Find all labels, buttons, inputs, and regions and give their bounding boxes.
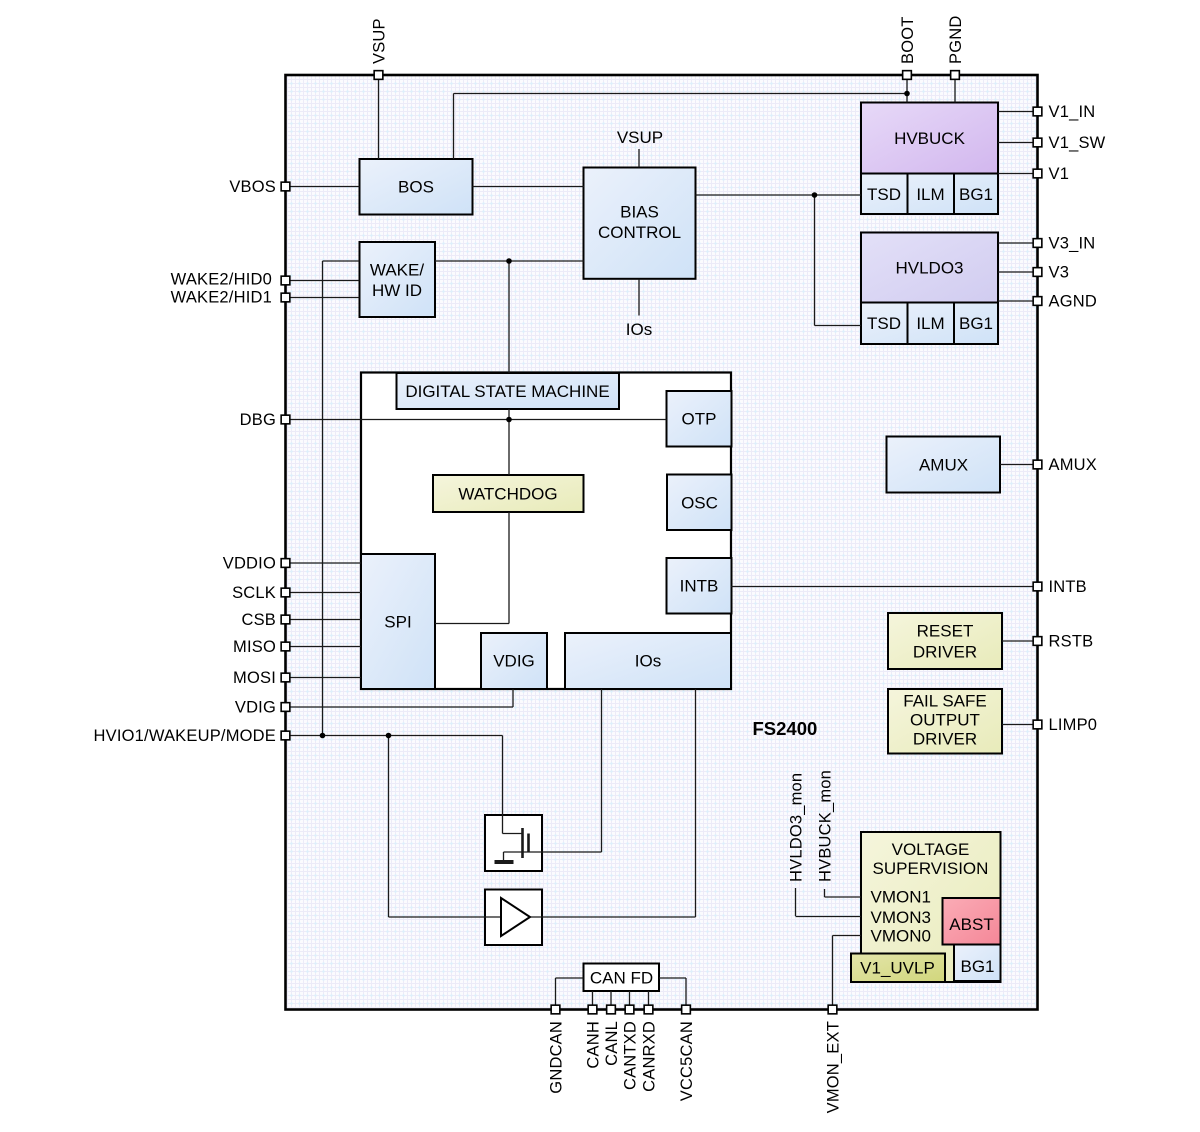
svg-text:LIMP0: LIMP0 bbox=[1049, 716, 1098, 734]
svg-text:CANL: CANL bbox=[603, 1021, 621, 1066]
svg-text:CSB: CSB bbox=[241, 611, 276, 629]
svg-text:V1_UVLP: V1_UVLP bbox=[860, 959, 935, 978]
svg-text:HVLDO3_mon: HVLDO3_mon bbox=[787, 773, 805, 882]
svg-text:OSC: OSC bbox=[681, 494, 718, 513]
svg-text:ABST: ABST bbox=[949, 915, 993, 934]
svg-text:GNDCAN: GNDCAN bbox=[547, 1021, 565, 1094]
svg-text:BG1: BG1 bbox=[959, 314, 993, 333]
svg-text:TSD: TSD bbox=[867, 185, 901, 204]
svg-text:IOs: IOs bbox=[626, 320, 652, 339]
svg-text:HVLDO3: HVLDO3 bbox=[895, 259, 963, 278]
svg-text:VOLTAGE: VOLTAGE bbox=[892, 840, 970, 859]
svg-text:WAKE/: WAKE/ bbox=[370, 261, 424, 280]
svg-text:VDDIO: VDDIO bbox=[223, 555, 276, 573]
svg-text:DBG: DBG bbox=[240, 411, 276, 429]
svg-text:PGND: PGND bbox=[947, 16, 965, 64]
svg-text:HVIO1/WAKEUP/MODE: HVIO1/WAKEUP/MODE bbox=[94, 727, 276, 745]
svg-text:BG1: BG1 bbox=[960, 957, 994, 976]
svg-text:FAIL SAFE: FAIL SAFE bbox=[903, 692, 986, 711]
svg-text:CANRXD: CANRXD bbox=[640, 1021, 658, 1092]
svg-text:CANH: CANH bbox=[584, 1021, 602, 1069]
svg-text:RESET: RESET bbox=[917, 622, 974, 641]
svg-text:AGND: AGND bbox=[1049, 293, 1097, 311]
svg-text:MOSI: MOSI bbox=[233, 669, 276, 687]
svg-text:RSTB: RSTB bbox=[1049, 633, 1094, 651]
svg-text:CAN FD: CAN FD bbox=[590, 969, 653, 988]
svg-text:MISO: MISO bbox=[233, 638, 276, 656]
svg-text:CONTROL: CONTROL bbox=[598, 223, 681, 242]
svg-text:ILM: ILM bbox=[916, 314, 944, 333]
svg-text:ILM: ILM bbox=[916, 185, 944, 204]
svg-text:VDIG: VDIG bbox=[493, 652, 535, 671]
svg-text:VMON0: VMON0 bbox=[871, 927, 931, 946]
svg-text:VSUP: VSUP bbox=[617, 128, 663, 147]
svg-text:TSD: TSD bbox=[867, 314, 901, 333]
svg-text:VMON1: VMON1 bbox=[871, 888, 931, 907]
svg-text:VMON_EXT: VMON_EXT bbox=[824, 1021, 842, 1113]
svg-text:CANTXD: CANTXD bbox=[621, 1021, 639, 1090]
svg-text:VSUP: VSUP bbox=[370, 18, 388, 64]
svg-text:BOOT: BOOT bbox=[899, 16, 917, 64]
svg-text:V1_IN: V1_IN bbox=[1049, 103, 1096, 121]
svg-text:DRIVER: DRIVER bbox=[913, 643, 977, 662]
svg-text:OTP: OTP bbox=[682, 410, 717, 429]
svg-text:VCC5CAN: VCC5CAN bbox=[678, 1021, 696, 1101]
svg-text:WAKE2/HID0: WAKE2/HID0 bbox=[171, 271, 272, 289]
svg-text:VDIG: VDIG bbox=[235, 699, 276, 717]
svg-text:INTB: INTB bbox=[1049, 578, 1087, 596]
svg-text:OUTPUT: OUTPUT bbox=[910, 711, 980, 730]
svg-text:WATCHDOG: WATCHDOG bbox=[458, 485, 557, 504]
svg-text:IOs: IOs bbox=[635, 652, 661, 671]
svg-text:HVBUCK_mon: HVBUCK_mon bbox=[816, 770, 834, 882]
svg-text:AMUX: AMUX bbox=[919, 456, 968, 475]
svg-text:VMON3: VMON3 bbox=[871, 908, 931, 927]
svg-text:BOS: BOS bbox=[398, 178, 434, 197]
svg-text:VBOS: VBOS bbox=[229, 178, 276, 196]
svg-text:BIAS: BIAS bbox=[620, 203, 659, 222]
svg-text:SUPERVISION: SUPERVISION bbox=[873, 859, 989, 878]
svg-text:INTB: INTB bbox=[680, 577, 719, 596]
svg-text:DIGITAL STATE MACHINE: DIGITAL STATE MACHINE bbox=[405, 382, 609, 401]
svg-text:BG1: BG1 bbox=[959, 185, 993, 204]
svg-text:V1: V1 bbox=[1049, 165, 1070, 183]
svg-text:V1_SW: V1_SW bbox=[1049, 134, 1106, 152]
svg-text:HVBUCK: HVBUCK bbox=[894, 129, 966, 148]
svg-text:V3: V3 bbox=[1049, 264, 1070, 282]
svg-text:SPI: SPI bbox=[384, 613, 411, 632]
svg-text:WAKE2/HID1: WAKE2/HID1 bbox=[171, 289, 272, 307]
svg-text:FS2400: FS2400 bbox=[753, 718, 818, 739]
svg-text:DRIVER: DRIVER bbox=[913, 730, 977, 749]
svg-text:HW ID: HW ID bbox=[372, 281, 422, 300]
svg-text:V3_IN: V3_IN bbox=[1049, 235, 1096, 253]
svg-text:SCLK: SCLK bbox=[232, 584, 276, 602]
svg-text:AMUX: AMUX bbox=[1049, 456, 1097, 474]
